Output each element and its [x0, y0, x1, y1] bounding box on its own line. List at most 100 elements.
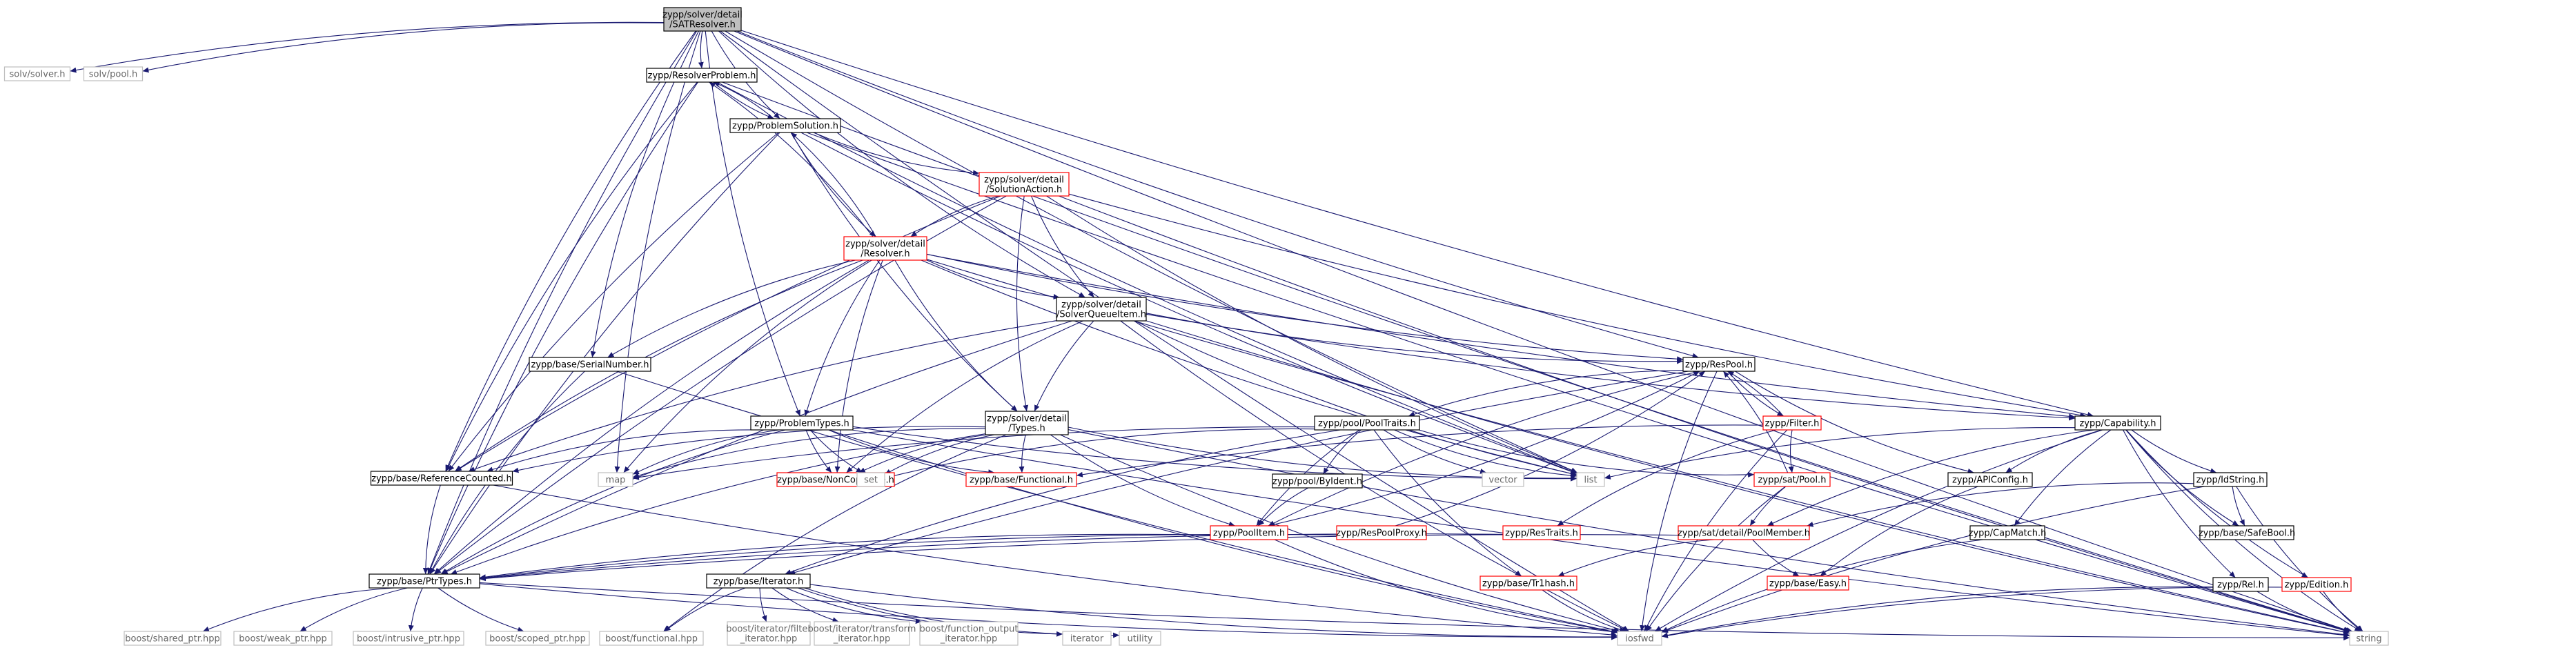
node-label: zypp/base/Functional.h: [970, 475, 1073, 486]
node-sat-pool[interactable]: zypp/sat/Pool.h: [1753, 472, 1831, 487]
edge-root-to-solver-queue-item: [718, 30, 1085, 298]
edge-pool-member-to-tr1hash: [1557, 539, 1715, 577]
node-label: zypp/solver/detail: [984, 175, 1064, 186]
node-tr1hash[interactable]: zypp/base/Tr1hash.h: [1479, 576, 1577, 591]
edge-idstring-to-safebool: [2232, 486, 2245, 527]
node-root[interactable]: zypp/solver/detail/SATResolver.h: [662, 7, 743, 32]
edge-rel-to-iosfwd: [1661, 586, 2214, 638]
node-ptrtypes[interactable]: zypp/base/PtrTypes.h: [368, 573, 480, 589]
node-label: zypp/solver/detail: [987, 414, 1067, 424]
edge-resolver-problem-to-string: [722, 81, 2350, 633]
node-label: /SATResolver.h: [669, 20, 736, 30]
node-label: zypp/base/SerialNumber.h: [531, 360, 649, 371]
node-res-pool[interactable]: zypp/ResPool.h: [1682, 357, 1756, 372]
node-iosfwd: iosfwd: [1617, 631, 1662, 646]
edge-restraits-to-ptrtypes: [479, 533, 1504, 581]
node-byident[interactable]: zypp/pool/ByIdent.h: [1272, 473, 1363, 489]
node-box: [856, 472, 885, 487]
node-problem-solution[interactable]: zypp/ProblemSolution.h: [729, 118, 841, 133]
edge-resolver-to-solver-queue-item: [926, 259, 1060, 299]
node-iterator-h[interactable]: zypp/base/Iterator.h: [706, 573, 811, 589]
edge-solution-action-to-reference-counted: [455, 195, 1001, 472]
edge-types-to-pool-item: [1050, 434, 1235, 527]
edge-iterator-h-to-transform-iterator: [771, 587, 839, 623]
node-capmatch[interactable]: zypp/CapMatch.h: [1969, 525, 2047, 540]
node-intrusive-ptr: boost/intrusive_ptr.hpp: [353, 631, 464, 646]
edge-ptrtypes-to-string: [479, 582, 2350, 641]
node-serial-number[interactable]: zypp/base/SerialNumber.h: [529, 357, 651, 372]
node-box: [83, 66, 144, 81]
node-functional[interactable]: zypp/base/Functional.h: [965, 472, 1077, 487]
node-label: zypp/solver/detail: [1061, 300, 1141, 311]
edge-solution-action-to-capability: [1068, 193, 2087, 418]
node-problem-types[interactable]: zypp/ProblemTypes.h: [750, 415, 854, 431]
edges: [70, 21, 2363, 641]
node-idstring[interactable]: zypp/IdString.h: [2193, 472, 2268, 487]
edge-ptrtypes-to-weak-ptr: [299, 587, 408, 632]
node-utility: utility: [1119, 631, 1161, 646]
node-function-output: boost/function_output_iterator.hpp: [919, 621, 1019, 646]
node-solution-action[interactable]: zypp/solver/detail/SolutionAction.h: [979, 172, 1070, 197]
node-pool-traits[interactable]: zypp/pool/PoolTraits.h: [1314, 415, 1420, 431]
node-label: zypp/ResolverProblem.h: [648, 71, 756, 81]
node-box: [2074, 415, 2161, 431]
node-label: zypp/ProblemTypes.h: [754, 419, 849, 429]
node-string: string: [2349, 631, 2389, 646]
node-easy[interactable]: zypp/base/Easy.h: [1767, 576, 1849, 591]
node-box: [1753, 472, 1831, 487]
node-box: [2349, 631, 2389, 646]
node-capability[interactable]: zypp/Capability.h: [2074, 415, 2161, 431]
edge-solver-queue-item-to-list: [1134, 320, 1577, 476]
node-pool-member[interactable]: zypp/sat/detail/PoolMember.h: [1678, 525, 1810, 540]
edge-root-to-capability: [740, 30, 2094, 417]
edge-filter-to-iosfwd: [1644, 429, 1788, 632]
node-solv-solver: solv/solver.h: [3, 66, 71, 81]
edge-rel-to-string: [2257, 591, 2353, 633]
edge-pool-traits-to-sat-pool: [1418, 429, 1755, 478]
node-filter[interactable]: zypp/Filter.h: [1762, 415, 1822, 431]
node-box: [1617, 631, 1662, 646]
node-label: solv/solver.h: [10, 70, 66, 80]
edge-root-to-list: [725, 30, 1577, 473]
node-label: zypp/pool/ByIdent.h: [1272, 477, 1362, 487]
edge-types-to-string: [1068, 429, 2350, 638]
node-label: _iterator.hpp: [833, 634, 891, 645]
edge-root-to-reference-counted: [445, 30, 696, 472]
edge-reference-counted-to-iosfwd: [493, 484, 1618, 638]
node-solver-queue-item[interactable]: zypp/solver/detail/SolverQueueItem.h: [1056, 297, 1147, 322]
node-resolver[interactable]: zypp/solver/detail/Resolver.h: [843, 236, 927, 261]
node-box: [1479, 576, 1577, 591]
node-label: zypp/Filter.h: [1765, 419, 1820, 429]
node-rel[interactable]: zypp/Rel.h: [2212, 577, 2269, 592]
edge-resolver-problem-to-problem-solution: [713, 81, 774, 119]
node-box: [979, 172, 1070, 197]
node-box: [663, 7, 742, 32]
edge-problem-solution-to-list: [800, 132, 1577, 474]
node-box: [1969, 525, 2045, 540]
node-api-config[interactable]: zypp/APIConfig.h: [1947, 472, 2033, 487]
node-label: boost/iterator/transform: [808, 624, 916, 635]
node-types[interactable]: zypp/solver/detail/Types.h: [985, 411, 1069, 435]
edge-types-to-reference-counted: [512, 426, 986, 473]
node-box: [124, 631, 222, 646]
edge-res-pool-to-iterator-h: [789, 371, 1689, 576]
node-box: [1678, 525, 1810, 540]
edge-capability-to-iosfwd: [1654, 429, 2103, 632]
node-label: zypp/sat/detail/PoolMember.h: [1678, 529, 1810, 539]
edge-ptrtypes-to-iosfwd: [479, 583, 1618, 640]
node-safebool[interactable]: zypp/base/SafeBool.h: [2199, 525, 2295, 540]
node-respoolproxy[interactable]: zypp/ResPoolProxy.h: [1336, 525, 1427, 540]
node-box: [370, 471, 513, 486]
node-resolver-problem[interactable]: zypp/ResolverProblem.h: [646, 68, 758, 83]
node-filter-iterator: boost/iterator/filter_iterator.hpp: [726, 621, 812, 646]
node-scoped-ptr: boost/scoped_ptr.hpp: [485, 631, 590, 646]
edge-resolver-to-reference-counted: [454, 259, 863, 472]
node-reference-counted[interactable]: zypp/base/ReferenceCounted.h: [370, 471, 513, 486]
node-box: [727, 621, 811, 646]
node-pool-item[interactable]: zypp/PoolItem.h: [1210, 525, 1288, 540]
node-restraits[interactable]: zypp/ResTraits.h: [1502, 525, 1581, 540]
edge-types-to-noncopyable: [858, 434, 987, 473]
edge-pool-item-to-ptrtypes: [479, 533, 1211, 580]
node-edition[interactable]: zypp/Edition.h: [2281, 577, 2352, 592]
